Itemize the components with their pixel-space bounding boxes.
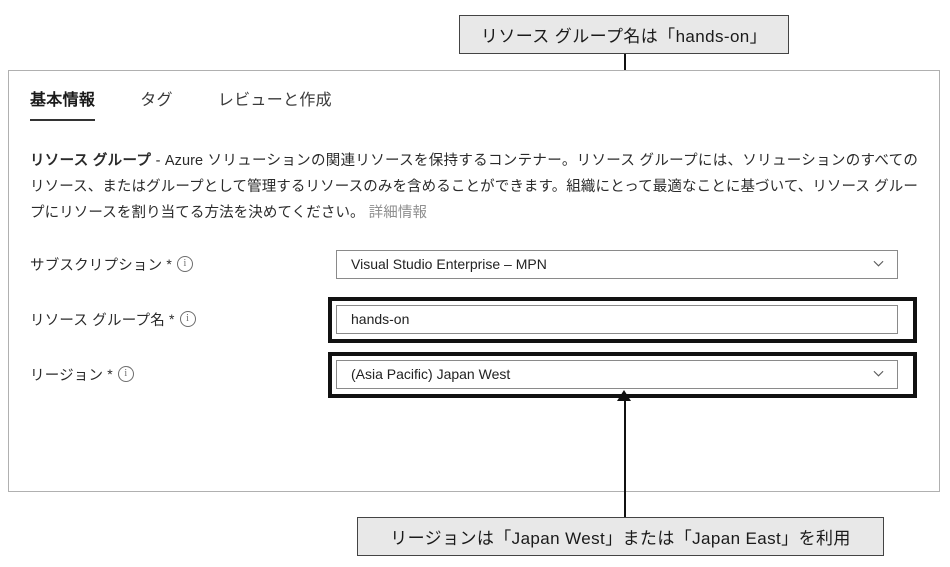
subscription-value: Visual Studio Enterprise – MPN (351, 256, 547, 272)
resource-group-name-input[interactable]: hands-on (336, 304, 898, 334)
field-row-resource-group-name: リソース グループ名 * i hands-on (30, 304, 920, 334)
region-value: (Asia Pacific) Japan West (351, 366, 511, 382)
label-resource-group-name-text: リソース グループ名 (30, 312, 165, 329)
callout-resource-group-name: リソース グループ名は「hands-on」 (459, 15, 789, 54)
chevron-down-icon (873, 260, 884, 267)
resource-group-name-value: hands-on (351, 311, 410, 327)
info-circle-icon[interactable]: i (176, 256, 193, 272)
tab-review-create[interactable]: レビューと作成 (218, 86, 332, 121)
connector-line-bottom (624, 400, 626, 517)
chevron-down-icon (873, 370, 884, 377)
required-asterisk: * (168, 311, 175, 327)
callout-top-text: リソース グループ名は「hands-on」 (480, 27, 768, 46)
label-resource-group-name: リソース グループ名 * i (30, 309, 336, 330)
callout-bottom-text: リージョンは「Japan West」または「Japan East」を利用 (390, 529, 851, 548)
info-circle-icon[interactable]: i (117, 366, 134, 382)
tab-review-create-label: レビューと作成 (217, 92, 332, 109)
description-lead: リソース グループ (30, 153, 152, 169)
label-subscription-text: サブスクリプション (30, 257, 163, 274)
label-region-text: リージョン (30, 367, 104, 384)
label-region: リージョン * i (30, 364, 336, 385)
tab-basics-label: 基本情報 (30, 92, 96, 109)
field-row-subscription: サブスクリプション * i Visual Studio Enterprise –… (30, 249, 920, 279)
description-body: - Azure ソリューションの関連リソースを保持するコンテナー。リソース グル… (30, 153, 918, 221)
tab-tags-label: タグ (140, 92, 173, 109)
info-circle-icon[interactable]: i (179, 311, 196, 327)
tab-tags[interactable]: タグ (140, 86, 173, 121)
required-asterisk: * (107, 366, 113, 382)
basics-panel: 基本情報 タグ レビューと作成 リソース グループ - Azure ソリューショ… (8, 70, 940, 492)
subscription-select[interactable]: Visual Studio Enterprise – MPN (336, 249, 898, 279)
arrow-up-icon (617, 390, 631, 401)
learn-more-link[interactable]: 詳細情報 (368, 205, 428, 221)
required-asterisk: * (166, 256, 172, 272)
label-subscription: サブスクリプション * i (30, 254, 336, 275)
tab-bar: 基本情報 タグ レビューと作成 (30, 86, 332, 121)
panel-description: リソース グループ - Azure ソリューションの関連リソースを保持するコンテ… (30, 148, 918, 226)
tab-basics[interactable]: 基本情報 (30, 86, 96, 121)
field-row-region: リージョン * i (Asia Pacific) Japan West (30, 359, 920, 389)
callout-region: リージョンは「Japan West」または「Japan East」を利用 (357, 517, 884, 556)
region-select[interactable]: (Asia Pacific) Japan West (336, 359, 898, 389)
